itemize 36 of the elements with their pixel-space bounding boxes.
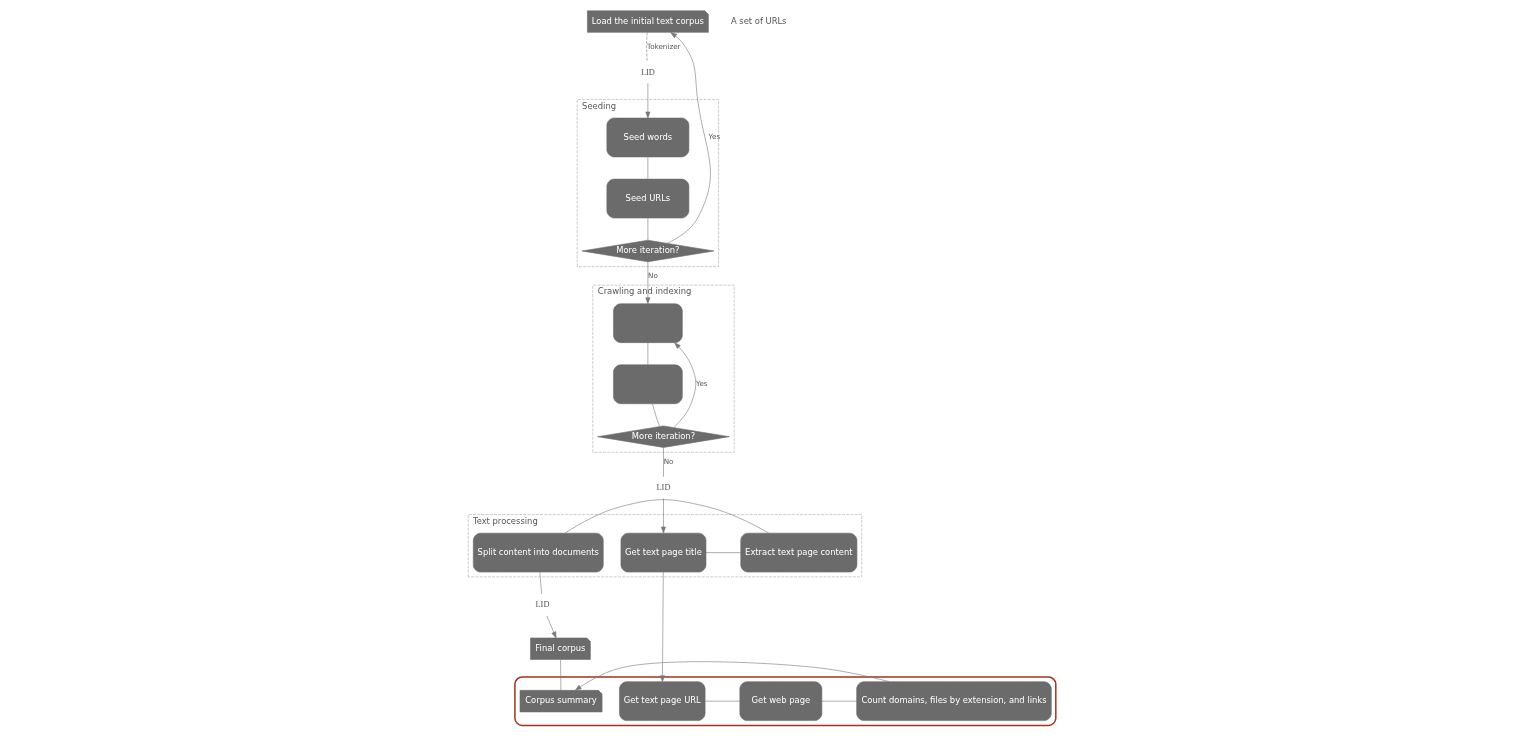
node-box: Split content into documents [472, 532, 604, 573]
node-text: LID [535, 600, 550, 610]
node-text: LID [640, 67, 655, 77]
node-box: Get web page [739, 681, 823, 721]
connector [821, 700, 857, 702]
connector [539, 571, 542, 595]
node-box: Seed URLs [606, 178, 690, 219]
node-box: Get text page title [620, 532, 707, 573]
node-box [613, 303, 683, 343]
connector [652, 403, 660, 427]
arrow [546, 615, 557, 639]
connector [647, 217, 649, 241]
arrow [574, 661, 890, 691]
node-box: Count domains, files by extension, and links [856, 681, 1052, 721]
arrow [645, 83, 651, 119]
connector [646, 32, 648, 62]
node-diamond: More iteration? [597, 425, 730, 448]
arrow [660, 571, 665, 682]
node-box: Seed words [606, 117, 690, 158]
arrow [645, 261, 651, 304]
connector [647, 342, 649, 365]
arrow [666, 32, 711, 244]
arrow [673, 342, 697, 428]
connector [647, 156, 649, 180]
connector [704, 700, 741, 702]
node-text: LID [656, 482, 671, 492]
node-box: Get text page URL [619, 681, 706, 721]
label: A set of URLs [730, 15, 787, 26]
connector [705, 552, 741, 553]
node-box [613, 364, 683, 405]
connector [560, 659, 562, 691]
arrow [661, 498, 666, 534]
node-box: Extract text page content [740, 532, 858, 573]
node-diamond: More iteration? [581, 239, 715, 263]
connector [663, 447, 664, 478]
connector [564, 499, 769, 534]
